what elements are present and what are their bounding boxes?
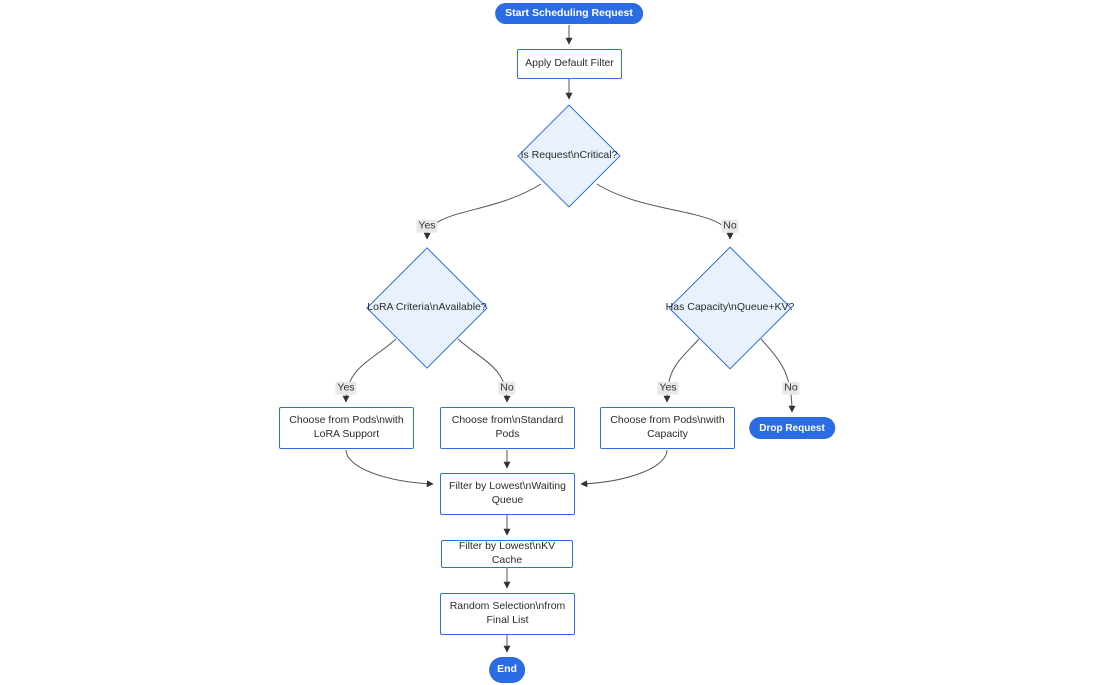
node-choose-standard-pods-label: Choose from\nStandard Pods: [451, 414, 564, 440]
edge-label-capacity-no: No: [782, 381, 800, 395]
node-end-label: End: [497, 663, 517, 676]
node-apply-default-filter: Apply Default Filter: [517, 49, 622, 79]
node-lora-criteria-label: LoRA Criteria\nAvailable?: [367, 301, 487, 314]
node-is-critical-label: Is Request\nCritical?: [520, 149, 618, 162]
node-filter-kv-cache: Filter by Lowest\nKV Cache: [441, 540, 573, 568]
node-start: Start Scheduling Request: [495, 3, 643, 24]
node-choose-capacity-pods: Choose from Pods\nwith Capacity: [600, 407, 735, 449]
edge-choose-lora-to-filter-queue: [345, 449, 434, 488]
edge-label-critical-yes: Yes: [416, 219, 438, 233]
node-filter-kv-cache-label: Filter by Lowest\nKV Cache: [458, 540, 556, 566]
node-choose-standard-pods: Choose from\nStandard Pods: [440, 407, 575, 449]
node-lora-criteria: LoRA Criteria\nAvailable?: [366, 247, 488, 369]
edge-label-lora-yes: Yes: [335, 381, 357, 395]
edge-capacity-no: [760, 338, 796, 413]
node-apply-default-filter-label: Apply Default Filter: [525, 57, 614, 70]
edge-label-capacity-yes: Yes: [657, 381, 679, 395]
node-end: End: [489, 657, 525, 683]
node-drop-request: Drop Request: [749, 417, 835, 439]
edge-label-lora-no: No: [498, 381, 516, 395]
node-random-selection: Random Selection\nfrom Final List: [440, 593, 575, 635]
edge-choose-capacity-to-filter-queue: [580, 449, 668, 488]
node-choose-capacity-pods-label: Choose from Pods\nwith Capacity: [610, 414, 725, 440]
node-drop-request-label: Drop Request: [759, 422, 825, 434]
node-filter-waiting-queue-label: Filter by Lowest\nWaiting Queue: [449, 480, 566, 506]
node-has-capacity: Has Capacity\nQueue+KV?: [665, 246, 795, 370]
node-start-label: Start Scheduling Request: [505, 6, 633, 19]
node-choose-lora-pods-label: Choose from Pods\nwith LoRA Support: [289, 414, 404, 440]
node-choose-lora-pods: Choose from Pods\nwith LoRA Support: [279, 407, 414, 449]
node-filter-waiting-queue: Filter by Lowest\nWaiting Queue: [440, 473, 575, 515]
edge-label-critical-no: No: [721, 219, 739, 233]
node-has-capacity-label: Has Capacity\nQueue+KV?: [665, 301, 795, 314]
node-is-critical: Is Request\nCritical?: [517, 104, 621, 208]
node-random-selection-label: Random Selection\nfrom Final List: [449, 600, 566, 626]
